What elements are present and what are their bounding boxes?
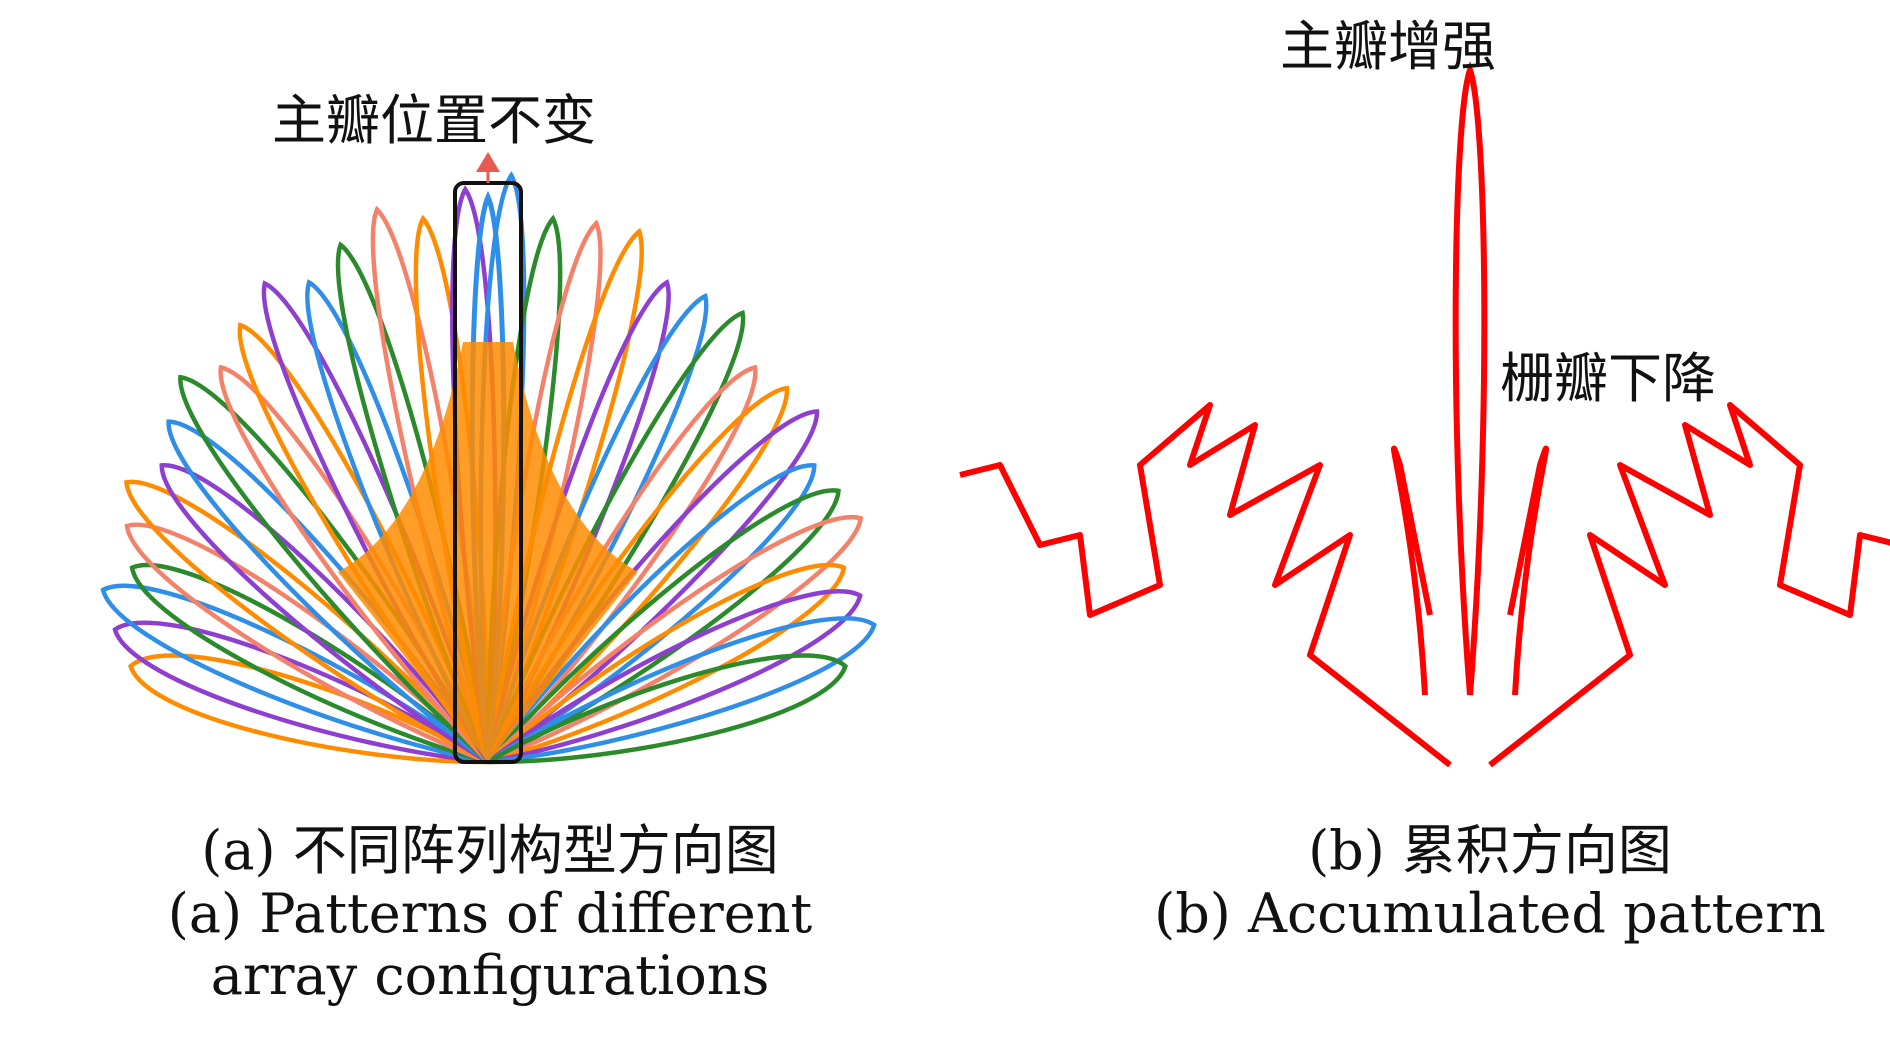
pattern-lobe: [486, 653, 848, 765]
panel-b-accumulated-pattern: [959, 60, 1890, 768]
panel-b-annotation-side: 栅瓣下降: [1500, 347, 1716, 410]
pattern-lobe: [486, 589, 863, 765]
panel-b-caption-en: (b) Accumulated pattern: [1154, 881, 1826, 945]
grating-lobe-cluster: [959, 402, 1452, 768]
pattern-lobe: [486, 562, 847, 765]
panel-a-caption-cn: (a) 不同阵列构型方向图: [201, 819, 779, 882]
pattern-lobe: [486, 463, 817, 764]
panel-b-caption-cn: (b) 累积方向图: [1308, 819, 1672, 882]
pattern-lobe: [124, 522, 490, 765]
pattern-lobe: [486, 514, 864, 765]
pattern-lobe: [486, 616, 877, 765]
side-lobe: [1390, 445, 1433, 696]
panel-a-caption: (a) 不同阵列构型方向图 (a) Patterns of different …: [60, 819, 920, 1008]
panel-a-caption-en-1: (a) Patterns of different: [167, 881, 813, 945]
pattern-lobe: [486, 488, 841, 765]
main-lobe-base: [338, 342, 638, 762]
grating-lobe-cluster: [1488, 402, 1890, 768]
panel-b-annotation-top: 主瓣增强: [1280, 15, 1496, 78]
panel-b-caption: (b) 累积方向图 (b) Accumulated pattern: [1100, 819, 1880, 945]
panel-a-caption-en-2: array configurations: [210, 944, 770, 1008]
panel-a-main-lobe-fill: [338, 342, 638, 762]
accumulated-main-lobe: [1452, 60, 1488, 696]
up-arrow-icon: [476, 152, 500, 183]
pattern-lobe: [112, 620, 490, 765]
pattern-lobe: [129, 562, 490, 765]
pattern-lobe: [100, 583, 490, 765]
side-lobe: [1507, 445, 1550, 696]
panel-a-annotation: 主瓣位置不变: [272, 89, 596, 152]
